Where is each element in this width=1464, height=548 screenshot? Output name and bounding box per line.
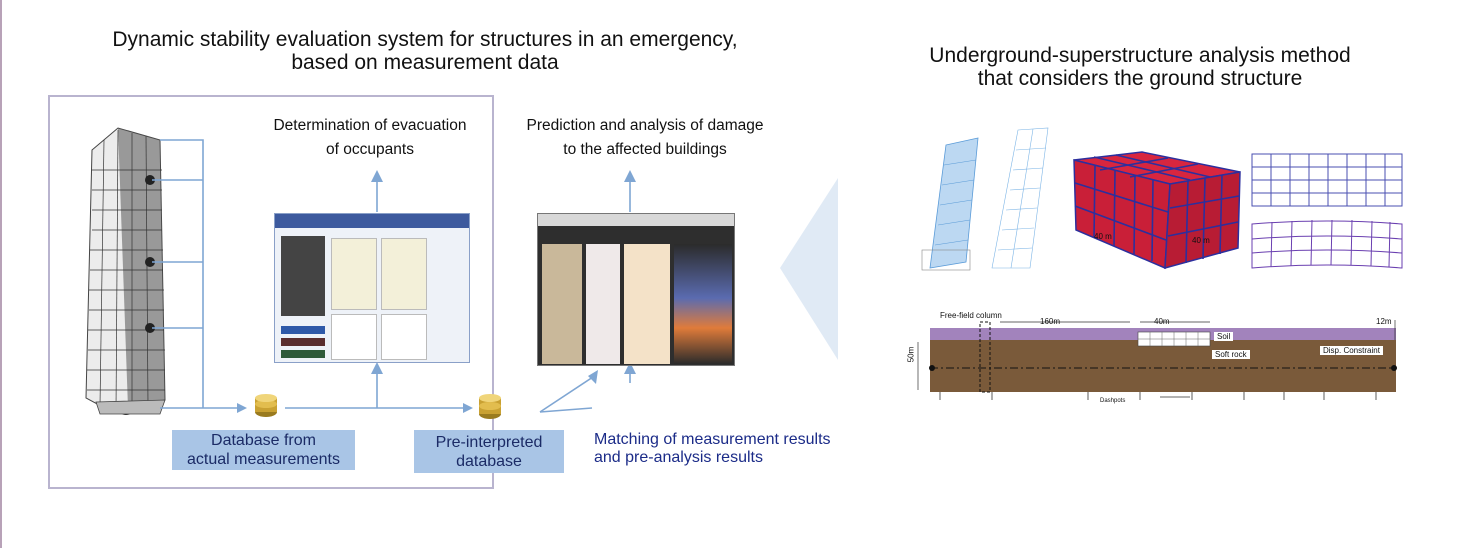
- damage-label: Prediction and analysis of damage to the…: [500, 114, 790, 162]
- sensor-lines: [152, 139, 631, 413]
- chevron-pointer: [780, 178, 838, 360]
- screenshot-1-titlebar: [275, 214, 469, 228]
- damage-label-line2: to the affected buildings: [563, 141, 727, 158]
- screenshot-1-tower: [281, 236, 325, 316]
- screenshot-1-bar-b: [281, 338, 325, 346]
- tower-1-base: [921, 249, 971, 271]
- dim-50m: 50m: [906, 346, 916, 363]
- right-title-line1: Underground-superstructure analysis meth…: [929, 44, 1351, 67]
- wireframe-tower-2: [991, 127, 1049, 269]
- screenshot-2-titlebar: [538, 214, 734, 226]
- soft-rock-label: Soft rock: [1212, 350, 1250, 359]
- database-icon-pre: [479, 394, 501, 419]
- matching-label: Matching of measurement results and pre-…: [594, 431, 874, 467]
- dim-12m: 12m: [1376, 317, 1392, 326]
- damage-analysis-screenshot: [537, 213, 735, 366]
- screenshot-1-bar-a: [281, 326, 325, 334]
- damage-label-line1: Prediction and analysis of damage: [526, 117, 764, 134]
- disp-constraint-label: Disp. Constraint: [1320, 346, 1383, 355]
- right-title-line2: that considers the ground structure: [977, 67, 1303, 90]
- wireframe-tower-1-grid: [934, 159, 977, 246]
- dim-160m: 160m: [1040, 317, 1061, 326]
- dashpots-label: Dashpots: [1100, 398, 1126, 404]
- free-field-label: Free-field column: [940, 311, 1002, 320]
- evacuation-label-line2: of occupants: [326, 141, 414, 158]
- database-actual-line1: Database from: [211, 432, 316, 449]
- evacuation-label: Determination of evacuation of occupants: [250, 114, 490, 162]
- screenshot-1-chart-b: [381, 238, 427, 310]
- right-title: Underground-superstructure analysis meth…: [880, 44, 1400, 90]
- left-title: Dynamic stability evaluation system for …: [40, 28, 810, 74]
- screenshot-2-contour: [674, 244, 732, 364]
- system-frame: [48, 95, 494, 489]
- database-pre-label: Pre-interpreted database: [414, 430, 564, 473]
- screenshot-2-panel-b: [624, 244, 670, 364]
- tower-illustration: [85, 127, 166, 415]
- evacuation-label-line1: Determination of evacuation: [273, 117, 467, 134]
- matching-arrow: [539, 374, 597, 413]
- screenshot-1-bar-c: [281, 350, 325, 358]
- evacuation-system-screenshot: [274, 213, 470, 363]
- screenshot-1-polar-a: [331, 314, 377, 360]
- screenshot-1-polar-b: [381, 314, 427, 360]
- database-actual-line2: actual measurements: [187, 451, 340, 468]
- left-edge-rule: [0, 0, 2, 548]
- frame-diagram-undeformed: [1251, 153, 1403, 207]
- screenshot-2-tower: [542, 244, 582, 364]
- dim-40m-c: 40m: [1154, 317, 1170, 326]
- matching-label-line2: and pre-analysis results: [594, 449, 763, 466]
- soil-block-3d: [1073, 151, 1241, 270]
- matching-label-line1: Matching of measurement results: [594, 431, 831, 448]
- screenshot-2-panel-a: [586, 244, 620, 364]
- left-title-line1: Dynamic stability evaluation system for …: [112, 28, 738, 51]
- dim-40m-a: 40 m: [1094, 232, 1112, 241]
- screenshot-1-chart-a: [331, 238, 377, 310]
- dim-40m-b: 40 m: [1192, 236, 1210, 245]
- frame-diagram-deformed: [1251, 219, 1403, 269]
- database-actual-label: Database from actual measurements: [172, 430, 355, 470]
- database-icon-actual: [255, 394, 277, 417]
- database-pre-line2: database: [456, 452, 522, 470]
- soil-label: Soil: [1214, 332, 1234, 341]
- database-pre-line1: Pre-interpreted: [435, 433, 543, 451]
- ground-section: [917, 320, 1397, 400]
- left-title-line2: based on measurement data: [291, 51, 559, 74]
